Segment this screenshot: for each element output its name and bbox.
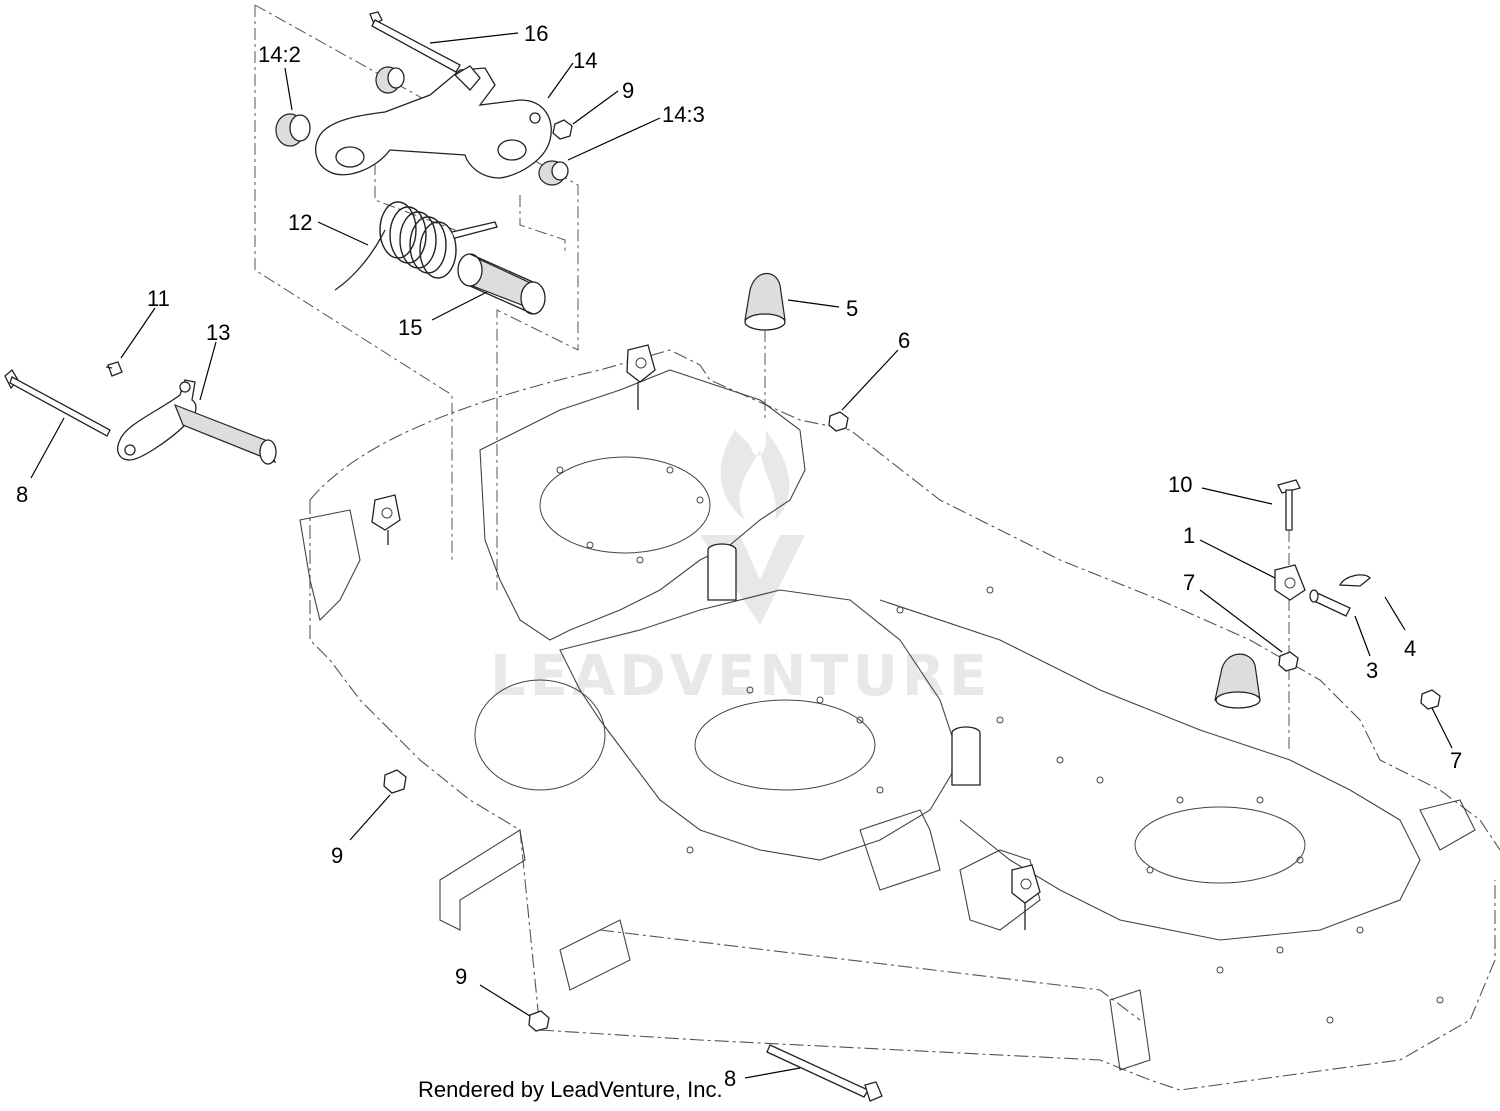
callout-1: 1 (1183, 523, 1195, 548)
callout-3: 3 (1366, 658, 1378, 683)
callout-15: 15 (398, 315, 422, 340)
callout-4: 4 (1404, 636, 1416, 661)
callout-9-left: 9 (331, 843, 343, 868)
part-6-nut (828, 411, 849, 432)
part-14-pivot-arm (315, 65, 552, 179)
deck-post-rear (707, 543, 737, 601)
watermark-text: LEADVENTURE (490, 644, 991, 709)
callout-5: 5 (846, 296, 858, 321)
callout-10: 10 (1168, 472, 1192, 497)
part-7-nut-b (1420, 689, 1441, 710)
deck-bracket-front (1011, 864, 1041, 930)
callout-14: 14 (573, 48, 597, 73)
callout-leaders (30, 32, 1453, 1079)
callout-9-upper: 9 (622, 78, 634, 103)
part-14-3-bushing-right (538, 160, 569, 186)
callout-7-upper: 7 (1183, 570, 1195, 595)
callout-7-right: 7 (1450, 748, 1462, 773)
callout-12: 12 (288, 210, 312, 235)
deck-bracket-rear (626, 344, 656, 410)
part-8-bolt-lower (766, 1044, 883, 1102)
callout-14-2: 14:2 (258, 42, 301, 67)
part-11-grease-fitting (105, 361, 123, 377)
part-12-spring (334, 201, 498, 291)
part-9-nut-upper (552, 119, 573, 140)
part-8-bolt-upper (4, 369, 111, 437)
deck-post-center (951, 726, 981, 786)
assembly-centerline (374, 140, 566, 255)
watermark: LEADVENTURE (490, 430, 991, 709)
part-3-pin (1309, 589, 1351, 617)
part-5-cone-bumper-installed (1214, 653, 1261, 709)
part-1-bracket (1274, 564, 1306, 601)
callout-14-3: 14:3 (662, 102, 705, 127)
part-14-2-bushing-left (275, 113, 311, 147)
render-credit: Rendered by LeadVenture, Inc. (418, 1077, 723, 1102)
part-9-nut-bottom (528, 1010, 550, 1032)
deck-bracket-left (371, 494, 401, 545)
callout-16: 16 (524, 21, 548, 46)
mower-deck (299, 344, 1500, 1091)
part-13-pivot-shaft (117, 379, 277, 465)
part-10-pin (1277, 479, 1301, 750)
part-5-cone-bumper (744, 273, 786, 420)
callout-6: 6 (898, 328, 910, 353)
callout-labels: 16 14:2 14 9 14:3 12 15 11 13 8 5 6 10 1… (16, 21, 1462, 1091)
part-9-nut-left (383, 769, 407, 794)
part-7-nut-a (1278, 651, 1299, 672)
callout-9-bottom: 9 (455, 964, 467, 989)
callout-13: 13 (206, 320, 230, 345)
part-15-sleeve (457, 253, 546, 315)
part-14-2-bushing-upper (375, 66, 405, 94)
part-4-clip (1338, 574, 1371, 587)
callout-8-lower: 8 (724, 1066, 736, 1091)
part-16-bolt (369, 11, 461, 73)
callout-11: 11 (147, 286, 170, 311)
callout-8-upper: 8 (16, 482, 28, 507)
